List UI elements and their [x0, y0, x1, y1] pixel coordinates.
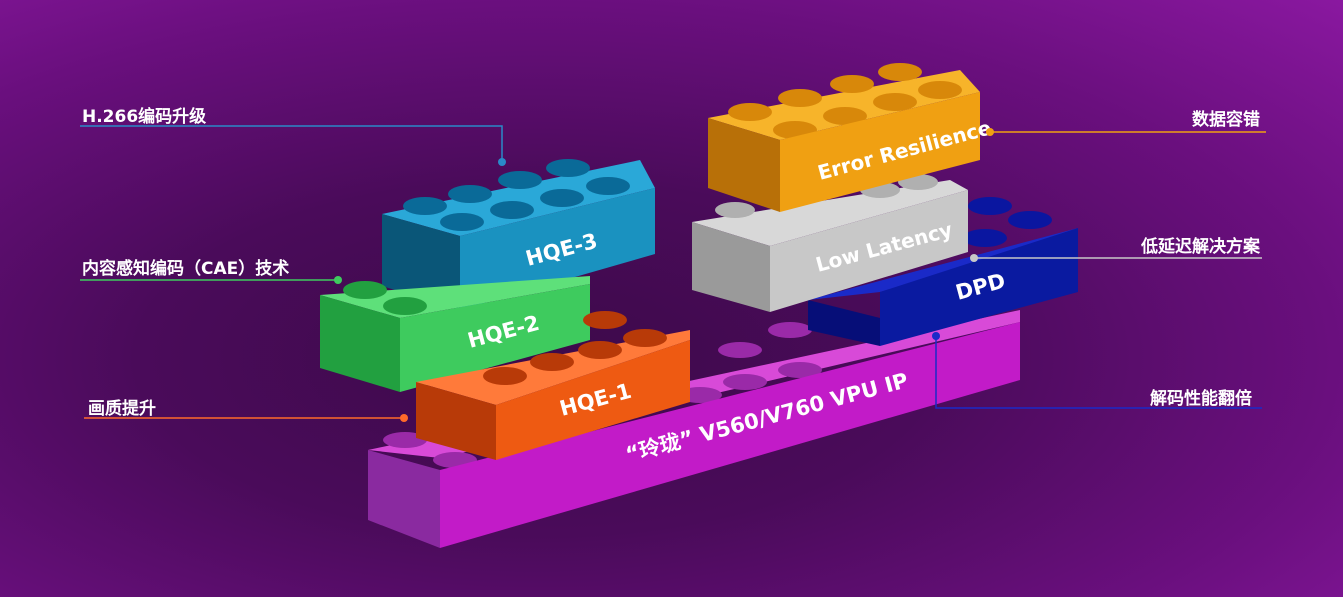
hqe2-brick: HQE-2	[320, 276, 590, 392]
decode-performance-label: 解码性能翻倍	[1150, 389, 1252, 409]
low-latency-label: 低延迟解决方案	[1141, 237, 1260, 257]
decode-callout-line	[935, 336, 1262, 409]
h266-label: H.266编码升级	[82, 107, 207, 127]
cae-label: 内容感知编码（CAE）技术	[82, 259, 290, 279]
quality-label: 画质提升	[88, 399, 156, 419]
latency-callout-dot	[970, 254, 978, 262]
hqe3-brick: HQE-3	[382, 159, 655, 310]
error-resilience-label: 数据容错	[1192, 110, 1260, 130]
h266-callout-line	[80, 125, 503, 160]
h266-callout-dot	[498, 158, 506, 166]
error-callout-dot	[986, 128, 994, 136]
error-resilience-brick: Error Resilience	[708, 63, 994, 212]
cae-callout-dot	[334, 276, 342, 284]
callout-lines	[80, 125, 1266, 422]
hqe1-brick: HQE-1	[416, 311, 690, 460]
quality-callout-dot	[400, 414, 408, 422]
decode-callout-dot	[932, 332, 940, 340]
